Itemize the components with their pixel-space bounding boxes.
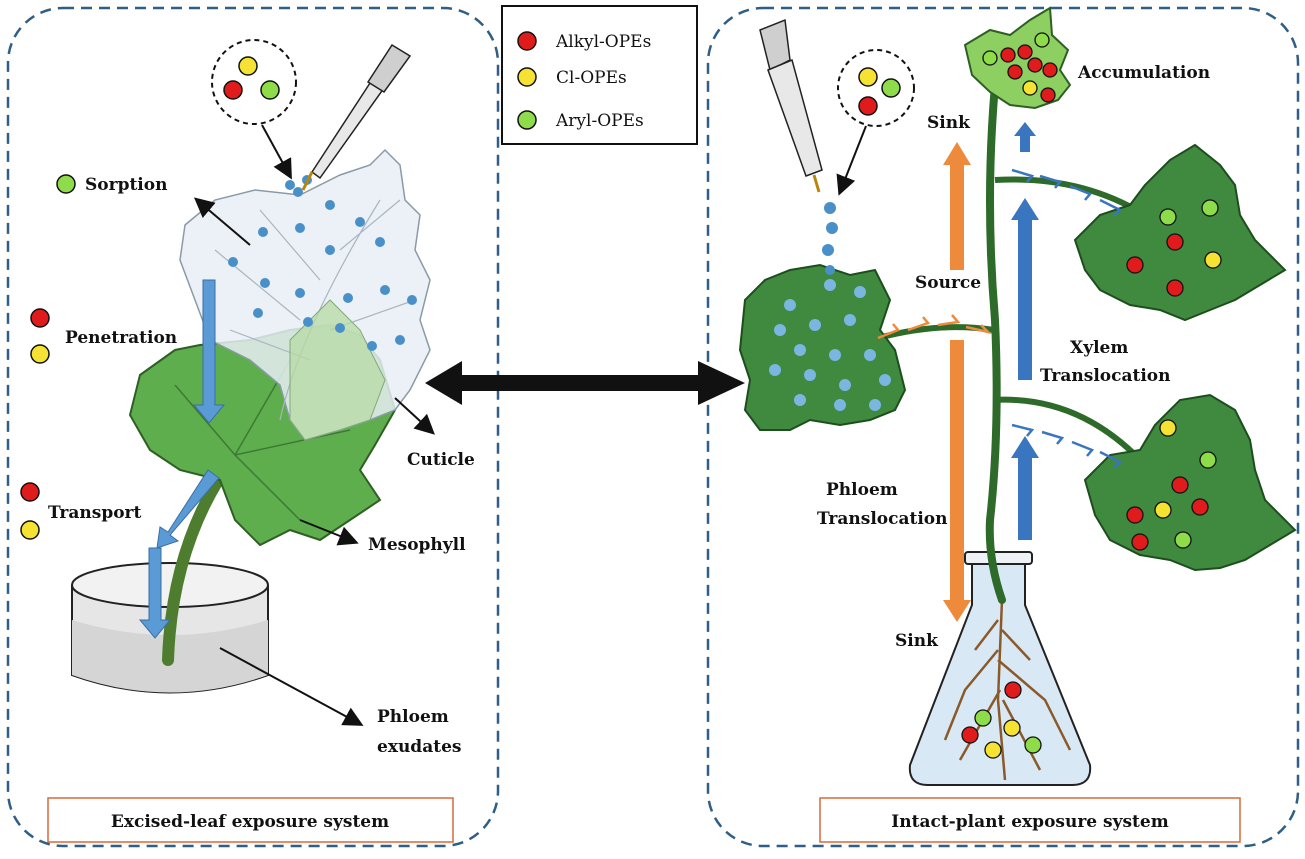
transport-dot-yellow [20,520,40,540]
legend-swatch-cl [517,67,537,87]
label-transport: Transport [48,503,141,523]
accumulation-particles [982,32,1058,103]
label-xylem-2: Translocation [1040,366,1171,386]
legend-swatch-aryl [517,110,537,130]
left-pipette [301,43,412,191]
right-mixture [837,49,915,127]
label-source: Source [915,273,981,293]
upper-right-particles [1126,199,1222,297]
source-droplets [769,279,891,411]
label-mesophyll: Mesophyll [368,535,466,555]
label-xylem-1: Xylem [1070,338,1128,358]
branch-lower-right [992,396,1148,468]
phloem-exudates-arrow [219,647,364,726]
right-mixture-arrow [836,125,867,196]
left-caption-box [47,797,454,843]
label-sink-top: Sink [927,113,971,133]
transport-dot-red [20,482,40,502]
penetration-dot-yellow [30,344,50,364]
source-flow-arrows [877,314,992,340]
upper-right-leaf [1073,143,1287,322]
right-falling-droplets [822,202,838,275]
label-sorption: Sorption [85,175,167,195]
label-cuticle: Cuticle [407,450,475,470]
legend-label-cl: Cl-OPEs [556,68,627,88]
left-panel-border [6,6,500,848]
xylem-arrows [1011,122,1039,540]
label-phloem-2: Translocation [817,509,948,529]
legend-label-aryl: Aryl-OPEs [555,111,644,131]
left-caption: Excised-leaf exposure system [111,812,389,832]
main-stem [985,81,1006,604]
lower-right-leaf [1083,393,1297,572]
label-phloem-exudates-1: Phloem [377,707,449,727]
sorption-arrow [193,197,251,246]
cuticle-fold [289,299,386,441]
penetration-dot-red [30,308,50,328]
label-penetration: Penetration [65,328,177,348]
label-phloem-exudates-2: exudates [377,737,461,757]
legend-swatch-alkyl [517,31,537,51]
phloem-arrows [943,142,971,622]
mesophyll-arrow [299,519,359,546]
xylem-branch-arrows [1011,168,1123,468]
right-caption-box [819,797,1241,843]
legend-label-alkyl: Alkyl-OPEs [555,32,651,52]
label-sink-bottom: Sink [895,631,939,651]
left-blue-arrows [138,279,226,639]
sorption-dot [56,174,76,194]
right-caption: Intact-plant exposure system [891,812,1168,832]
flask-particles [961,681,1042,759]
lower-right-particles [1126,419,1217,551]
left-mixture [211,39,297,125]
label-accumulation: Accumulation [1077,63,1210,83]
legend: Alkyl-OPEs Cl-OPEs Aryl-OPEs [501,5,698,145]
right-panel-border [706,6,1300,848]
label-phloem-1: Phloem [826,480,898,500]
double-arrow [425,361,745,405]
left-mixture-arrow [261,124,292,180]
source-leaf [738,263,907,431]
right-pipette [759,18,823,193]
cuticle-arrow [394,397,435,435]
